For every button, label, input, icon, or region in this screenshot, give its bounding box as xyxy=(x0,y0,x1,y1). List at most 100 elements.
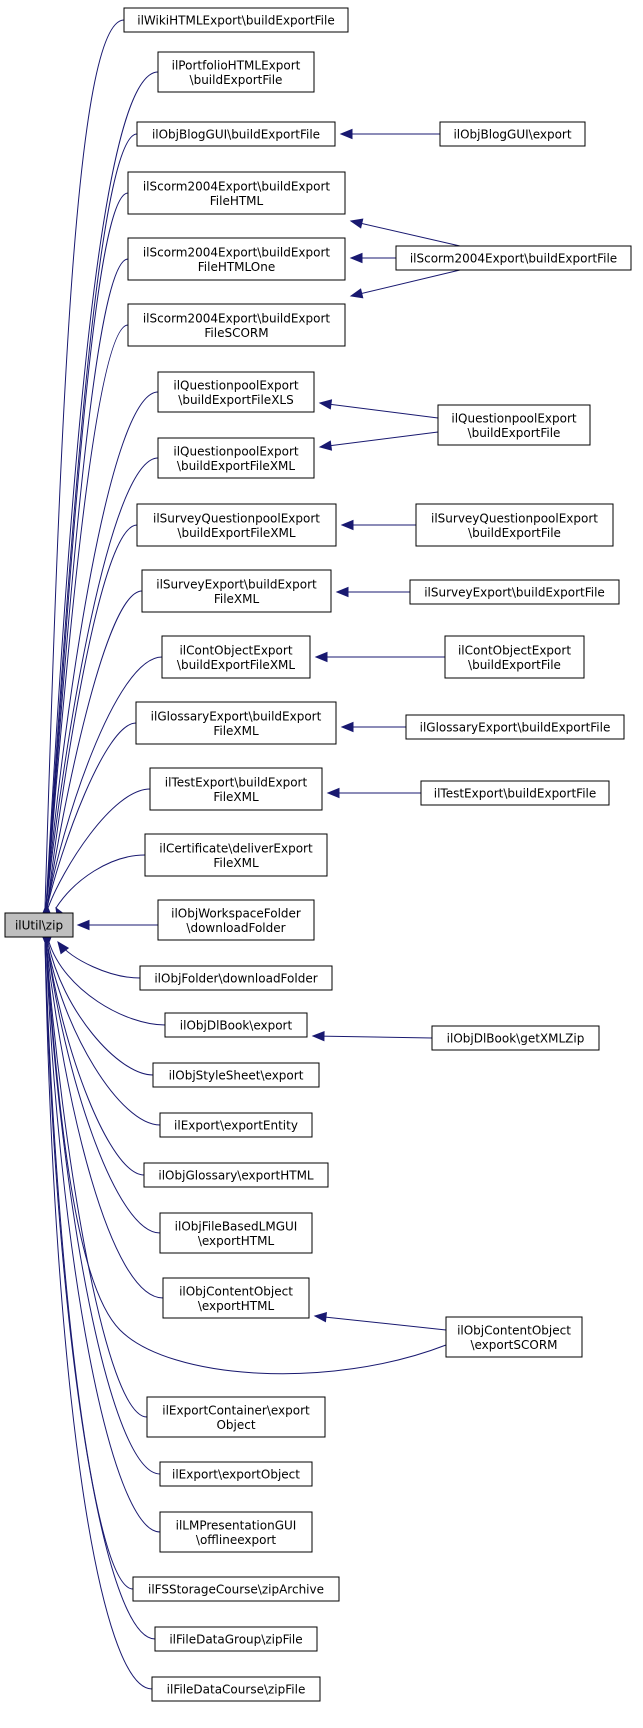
function-node[interactable]: ilObjFolder\downloadFolder xyxy=(139,965,333,991)
function-node[interactable]: ilTestExport\buildExportFile xyxy=(420,780,610,806)
node-box xyxy=(157,437,315,479)
function-node[interactable]: ilContObjectExport\buildExportFileXML xyxy=(161,635,311,679)
edge-line xyxy=(319,431,439,448)
function-node[interactable]: ilFileDataCourse\zipFile xyxy=(151,1676,321,1702)
edge-line xyxy=(47,788,151,909)
function-node[interactable]: ilObjWorkspaceFolder\downloadFolder xyxy=(157,899,315,941)
edge-n18-to-root xyxy=(42,930,154,1076)
function-node[interactable]: ilPortfolioHTMLExport\buildExportFile xyxy=(157,51,315,93)
function-node[interactable]: ilObjContentObject\exportHTML xyxy=(162,1277,310,1319)
node-label: ilFSStorageCourse\zipArchive xyxy=(148,1583,324,1597)
edge-line xyxy=(350,220,461,247)
node-label: FileHTML xyxy=(210,194,264,208)
edge-line xyxy=(314,1315,447,1331)
function-node[interactable]: ilGlossaryExport\buildExportFile xyxy=(405,714,625,740)
function-node[interactable]: ilObjBlogGUI\buildExportFile xyxy=(136,121,336,147)
node-label: ilQuestionpoolExport xyxy=(173,378,299,392)
function-node[interactable]: ilWikiHTMLExport\buildExportFile xyxy=(123,7,349,33)
node-label: \exportSCORM xyxy=(470,1338,557,1352)
function-node[interactable]: ilQuestionpoolExport\buildExportFileXML xyxy=(157,437,315,479)
function-node[interactable]: ilQuestionpoolExport\buildExportFile xyxy=(437,404,591,446)
function-node[interactable]: ilExport\exportObject xyxy=(159,1461,313,1487)
node-box xyxy=(151,1676,321,1702)
function-node[interactable]: ilObjStyleSheet\export xyxy=(152,1062,320,1088)
edge-r03-to-n07 xyxy=(318,399,439,419)
edge-line xyxy=(47,941,154,1076)
function-node[interactable]: ilFileDataGroup\zipFile xyxy=(154,1626,318,1652)
node-label: \buildExportFileXML xyxy=(177,459,295,473)
node-label: ilObjDlBook\getXMLZip xyxy=(447,1032,585,1046)
function-node[interactable]: ilSurveyQuestionpoolExport\buildExportFi… xyxy=(136,503,337,547)
node-label: ilQuestionpoolExport xyxy=(173,444,299,458)
node-label: Object xyxy=(216,1418,255,1432)
function-node[interactable]: ilExport\exportEntity xyxy=(159,1112,313,1138)
edge-n16-to-root xyxy=(57,940,141,979)
edge-line xyxy=(45,192,129,909)
node-label: \offlineexport xyxy=(196,1533,276,1547)
function-node[interactable]: ilFSStorageCourse\zipArchive xyxy=(132,1576,340,1602)
arrowhead xyxy=(349,252,363,264)
node-box xyxy=(149,767,323,811)
node-box xyxy=(437,404,591,446)
node-label: ilGlossaryExport\buildExport xyxy=(151,709,322,723)
edge-n25-to-root xyxy=(40,930,161,1533)
function-node[interactable]: ilObjGlossary\exportHTML xyxy=(143,1162,329,1188)
function-node[interactable]: ilQuestionpoolExport\buildExportFileXLS xyxy=(157,371,315,413)
function-node[interactable]: ilObjDlBook\export xyxy=(164,1012,308,1038)
function-node[interactable]: ilSurveyExport\buildExportFileXML xyxy=(141,569,332,613)
root-node[interactable]: ilUtil\zip xyxy=(4,912,74,938)
edge-line xyxy=(45,71,159,909)
function-node[interactable]: ilSurveyQuestionpoolExport\buildExportFi… xyxy=(415,503,614,547)
function-node[interactable]: ilGlossaryExport\buildExportFileXML xyxy=(135,701,337,745)
arrowhead xyxy=(340,721,354,733)
arrowhead xyxy=(311,1030,325,1042)
function-node[interactable]: ilSurveyExport\buildExportFile xyxy=(409,579,620,605)
node-box xyxy=(161,635,311,679)
node-box xyxy=(431,1025,600,1051)
arrowhead xyxy=(339,128,353,140)
edge-line xyxy=(350,269,461,297)
edge-n19-to-root xyxy=(41,930,161,1126)
node-label: ilObjDlBook\export xyxy=(180,1019,293,1033)
arrowhead xyxy=(335,586,349,598)
node-label: \downloadFolder xyxy=(186,921,285,935)
function-node[interactable]: ilObjBlogGUI\export xyxy=(439,121,586,147)
edge-n27-to-root xyxy=(39,930,156,1640)
node-label: FileXML xyxy=(213,790,259,804)
edge-line xyxy=(46,941,161,1234)
node-box xyxy=(405,714,625,740)
node-box xyxy=(141,569,332,613)
node-label: ilPortfolioHTMLExport xyxy=(172,58,301,72)
nodes-layer: ilUtil\zip ilWikiHTMLExport\buildExportFi… xyxy=(4,7,632,1702)
node-box xyxy=(127,171,346,215)
node-label: ilObjContentObject xyxy=(179,1284,293,1298)
function-node[interactable]: ilObjContentObject\exportSCORM xyxy=(445,1316,583,1358)
node-box xyxy=(409,579,620,605)
node-label: \exportHTML xyxy=(198,1299,275,1313)
arrowhead xyxy=(349,218,364,229)
node-label: FileHTMLOne xyxy=(198,260,275,274)
function-node[interactable]: ilTestExport\buildExportFileXML xyxy=(149,767,323,811)
function-node[interactable]: ilLMPresentationGUI\offlineexport xyxy=(159,1511,313,1553)
function-node[interactable]: ilObjFileBasedLMGUI\exportHTML xyxy=(159,1212,313,1254)
edge-r06-to-n11 xyxy=(314,651,445,663)
function-node[interactable]: ilScorm2004Export\buildExportFile xyxy=(395,245,632,271)
node-label: ilLMPresentationGUI xyxy=(176,1518,297,1532)
node-box xyxy=(445,1316,583,1358)
node-label: ilObjStyleSheet\export xyxy=(169,1069,304,1083)
node-box xyxy=(415,503,614,547)
edge-r02-to-n05 xyxy=(349,252,396,264)
node-box xyxy=(123,7,349,33)
node-box xyxy=(420,780,610,806)
function-node[interactable]: ilExportContainer\exportObject xyxy=(146,1396,326,1438)
edge-line xyxy=(45,133,138,909)
node-label: \buildExportFile xyxy=(468,658,561,672)
node-label: \buildExportFileXLS xyxy=(178,393,293,407)
edge-n15-to-root xyxy=(76,919,158,931)
function-node[interactable]: ilObjDlBook\getXMLZip xyxy=(431,1025,600,1051)
function-node[interactable]: ilContObjectExport\buildExportFile xyxy=(444,635,585,679)
